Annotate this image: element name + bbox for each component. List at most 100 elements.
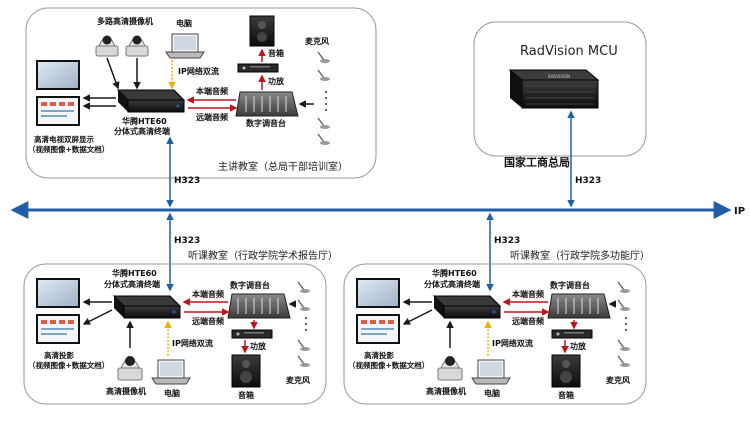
- amplifier: [237, 63, 279, 73]
- terminal-label-1: 华腾HTE60: [432, 268, 477, 278]
- terminal-label-2: 分体式高清终端: [114, 126, 170, 136]
- amplifier-label: 功放: [268, 76, 285, 86]
- top-room-label: 主讲教室（总局干部培训室）: [218, 160, 348, 173]
- terminal-label-1: 华腾HTE60: [112, 268, 157, 278]
- display-label-1: 高清电视双屏显示: [34, 134, 94, 144]
- projection-screens: [356, 278, 400, 344]
- terminal-label-2: 分体式高清终端: [104, 279, 160, 289]
- speaker: [231, 354, 261, 388]
- pc-label: 电脑: [484, 388, 500, 398]
- camera-label: 高清摄像机: [106, 386, 146, 396]
- laptop-pc: [151, 359, 191, 385]
- terminal-label-2: 分体式高清终端: [424, 279, 480, 289]
- microphone-2: [297, 299, 310, 311]
- ip-label: IP: [734, 206, 745, 217]
- projection-label-2: （视频图像+数据文档）: [28, 360, 109, 370]
- remote-audio-label: 远端音频: [512, 316, 544, 326]
- local-audio-label: 本端音频: [195, 86, 228, 96]
- microphone-column: [617, 281, 630, 367]
- speaker: [249, 15, 275, 47]
- hd-cameras-label: 多路高清摄像机: [97, 16, 153, 26]
- cam1-to-terminal-arrow: [106, 57, 120, 90]
- ip-backbone: IP: [10, 201, 745, 219]
- mic-label: 麦克风: [606, 375, 630, 385]
- hte60-terminal: [116, 89, 186, 113]
- pc-label: 电脑: [176, 18, 192, 28]
- microphone-dots: [625, 317, 627, 331]
- microphone-dots: [305, 317, 307, 331]
- microphone-1: [317, 51, 330, 63]
- laptop-pc: [165, 33, 205, 59]
- mcu-device: RADVISION: [508, 69, 600, 109]
- mcu-site-label: 国家工商总局: [504, 155, 570, 169]
- microphone-3: [297, 339, 310, 351]
- microphone-4: [297, 355, 310, 367]
- microphone-1: [297, 281, 310, 293]
- room-frame: [23, 263, 327, 405]
- mcu-frame: [473, 21, 647, 157]
- amplifier-label: 功放: [570, 341, 587, 351]
- microphone-4: [317, 133, 330, 145]
- mcu-site: RadVision MCU RADVISION 国家工商总局: [473, 21, 647, 169]
- mixer-label: 数字调音台: [246, 118, 286, 128]
- terminal-to-screen-arrow-2: [402, 309, 433, 325]
- digital-mixer: [235, 91, 299, 117]
- mic-label: 麦克风: [286, 375, 310, 385]
- digital-mixer: [227, 293, 291, 319]
- amplifier-label: 功放: [250, 341, 267, 351]
- laptop-pc: [471, 359, 511, 385]
- mcu-brand-text: RADVISION: [548, 74, 570, 79]
- mcu-title: RadVision MCU: [520, 44, 618, 59]
- room-label: 听课教室（行政学院多功能厅）: [510, 249, 650, 262]
- speaker-label: 音箱: [558, 390, 574, 400]
- h323-label-top: H323: [174, 176, 200, 186]
- hd-camera: [437, 356, 463, 381]
- local-audio-label: 本端音频: [511, 289, 544, 299]
- projection-screens: [36, 278, 80, 344]
- remote-audio-label: 远端音频: [192, 316, 224, 326]
- microphone-1: [617, 281, 630, 293]
- pc-label: 电脑: [164, 388, 180, 398]
- projection-label-1: 高清投影: [44, 350, 74, 360]
- speaker-label: 音箱: [238, 390, 254, 400]
- mic-label: 麦克风: [305, 36, 329, 46]
- terminal-label-1: 华腾HTE60: [122, 116, 167, 126]
- projection-label-1: 高清投影: [364, 350, 394, 360]
- room-label: 听课教室（行政学院学术报告厅）: [188, 249, 338, 262]
- room-frame: [343, 263, 647, 405]
- hd-camera-1: [95, 35, 119, 57]
- speaker-label: 音箱: [268, 48, 284, 58]
- microphone-dots: [325, 91, 327, 111]
- amplifier: [231, 329, 273, 339]
- ip-link-label: IP网络双流: [172, 338, 213, 348]
- h323-label-room-1: H323: [174, 236, 200, 246]
- digital-mixer: [547, 293, 611, 319]
- hte60-terminal: [432, 295, 502, 319]
- bottom-room-2: 听课教室（行政学院多功能厅） 高清投影 （视频图像+数据文档） 华腾HTE60 …: [343, 249, 650, 405]
- microphone-3: [617, 339, 630, 351]
- terminal-to-screen-arrow-2: [82, 309, 113, 325]
- mixer-label: 数字调音台: [550, 280, 590, 290]
- microphone-3: [317, 117, 330, 129]
- remote-audio-label: 远端音频: [196, 112, 228, 122]
- speaker: [551, 354, 581, 388]
- microphone-column: [297, 281, 310, 367]
- mixer-label: 数字调音台: [230, 280, 270, 290]
- display-label-2: （视频图像+数据文档）: [28, 144, 109, 154]
- dual-screen-display: [36, 60, 80, 126]
- projection-label-2: （视频图像+数据文档）: [348, 360, 429, 370]
- hd-camera-2: [125, 35, 149, 57]
- bottom-room-1: 听课教室（行政学院学术报告厅） 高清投影 （视频图像+数据文档） 华腾HTE60…: [23, 249, 338, 405]
- microphone-column: [317, 51, 330, 145]
- local-audio-label: 本端音频: [191, 289, 224, 299]
- ip-link-label: IP网络双流: [178, 66, 219, 76]
- hd-camera: [117, 356, 143, 381]
- ip-link-label: IP网络双流: [492, 338, 533, 348]
- top-room: 多路高清摄像机 电脑 音箱 功放: [25, 7, 377, 179]
- h323-label-room-2: H323: [494, 236, 520, 246]
- amplifier: [551, 329, 593, 339]
- microphone-4: [617, 355, 630, 367]
- camera-label: 高清摄像机: [426, 386, 466, 396]
- hte60-terminal: [112, 295, 182, 319]
